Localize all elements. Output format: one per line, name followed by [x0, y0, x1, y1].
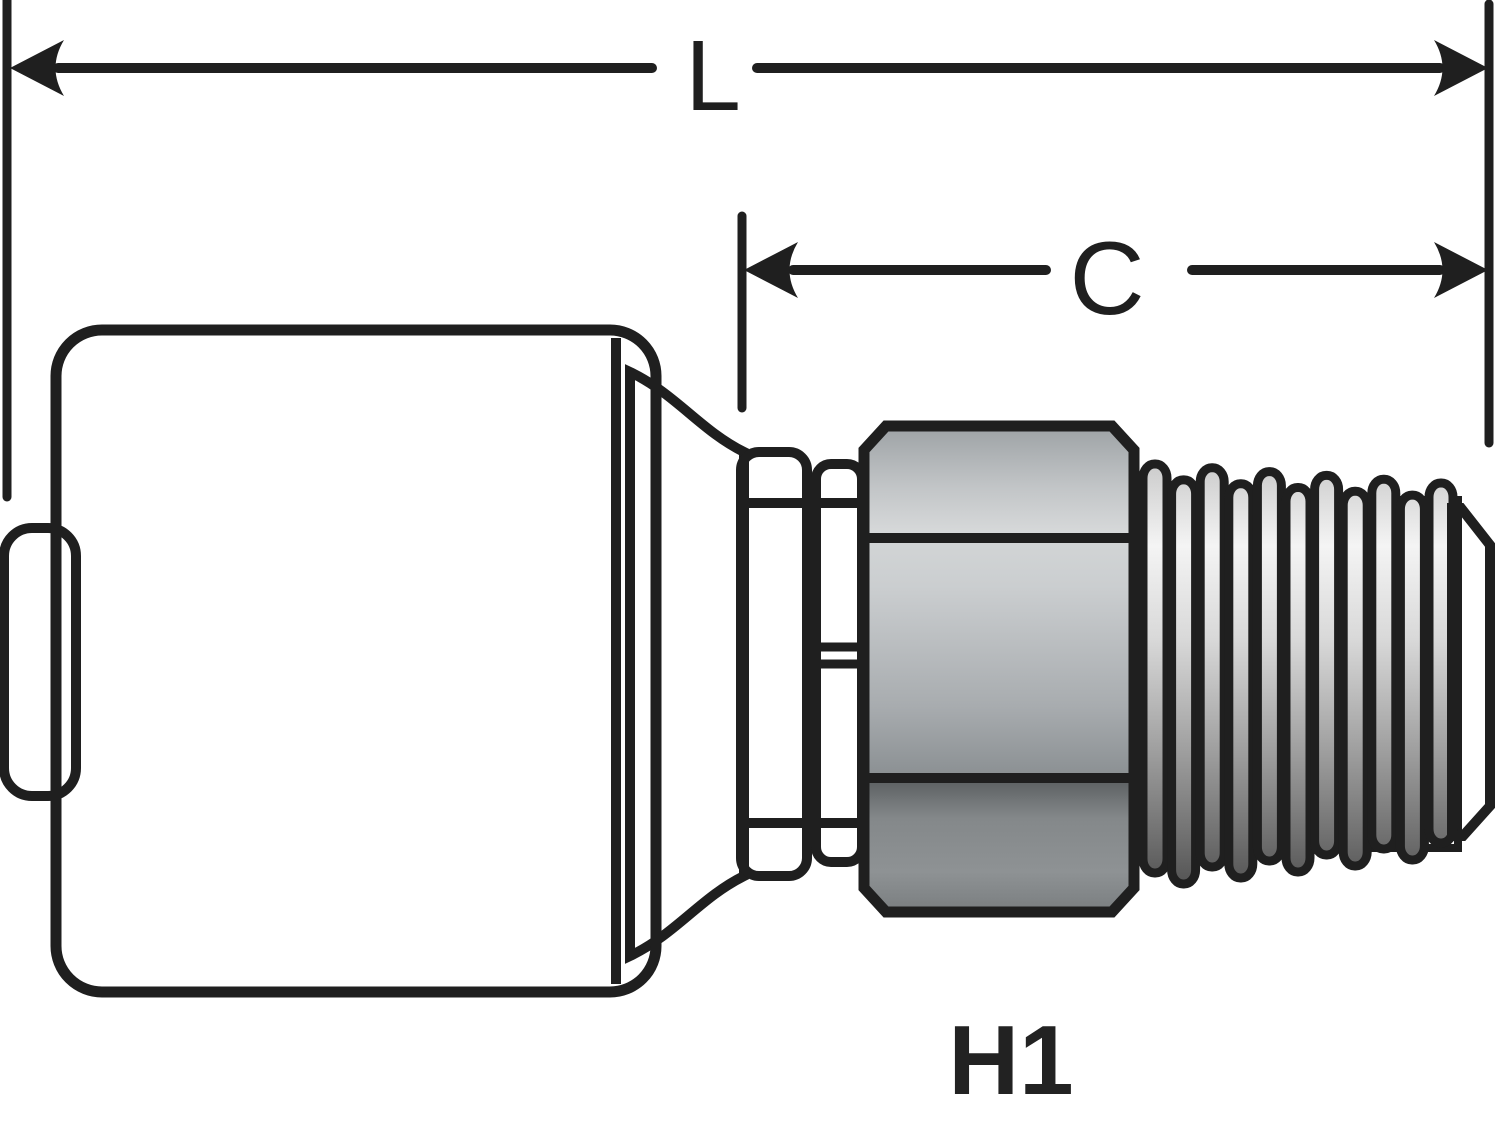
- thread-crest: [1167, 475, 1201, 889]
- part-code-label: H1: [948, 1005, 1073, 1115]
- thread-crest: [1367, 474, 1401, 854]
- thread-crest: [1224, 479, 1258, 883]
- thread-crest: [1252, 467, 1286, 866]
- hose-stub: [0, 523, 81, 801]
- crimp-shell: [50, 324, 662, 998]
- dimension-C: C: [737, 0, 1494, 448]
- collar-cone: [625, 364, 749, 964]
- dim-L-label: L: [685, 20, 741, 132]
- hex-nut-outline: [858, 420, 1140, 918]
- dimension-L: L: [2, 0, 1488, 502]
- thread-tip-chamfer: [1447, 503, 1495, 841]
- thread-crest: [1138, 459, 1172, 878]
- thread-crest: [1310, 470, 1344, 860]
- hex-nut-top-face: [864, 426, 1134, 538]
- thread-crest: [1395, 490, 1429, 865]
- hex-nut: [858, 420, 1140, 918]
- thread-crests: [1138, 459, 1458, 889]
- hex-nut-bottom-face: [864, 778, 1134, 912]
- collar-ring-1: [736, 447, 812, 881]
- dim-L-arrowhead-left: [10, 40, 64, 96]
- thread-crest: [1281, 483, 1315, 877]
- thread-crest: [1338, 486, 1372, 871]
- dim-C-label: C: [1069, 221, 1144, 337]
- dim-C-arrowhead-right: [1434, 242, 1488, 298]
- dim-L-arrowhead-right: [1434, 40, 1488, 96]
- thread-crest: [1195, 463, 1229, 872]
- dim-C-arrowhead-left: [744, 242, 798, 298]
- hex-nut-middle-face: [864, 538, 1134, 778]
